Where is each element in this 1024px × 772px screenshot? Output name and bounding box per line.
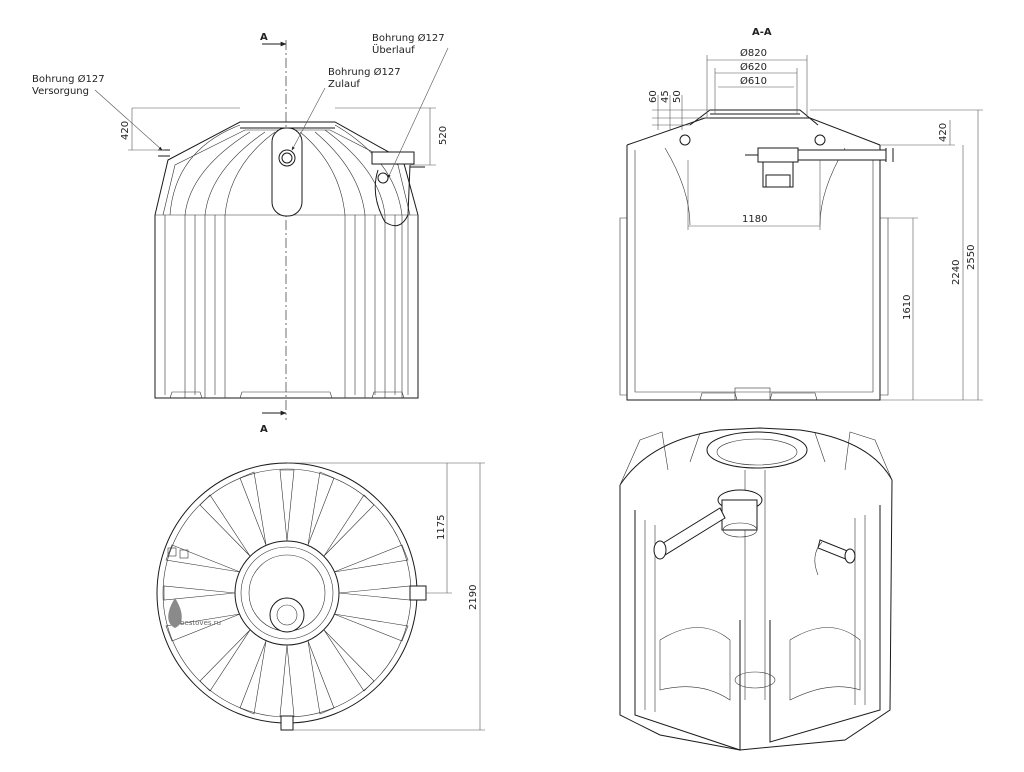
isometric-view bbox=[619, 427, 893, 751]
dim-1610: 1610 bbox=[902, 295, 913, 320]
section-view: A-A Ø820 Ø620 Ø610 bbox=[619, 27, 983, 401]
callout-inlet-line2: Zulauf bbox=[328, 79, 360, 90]
dim-d620: Ø620 bbox=[740, 61, 767, 73]
plan-dim-1175: 1175 bbox=[436, 515, 447, 540]
front-view: A A bbox=[32, 32, 449, 435]
front-dim-420: 420 bbox=[120, 121, 131, 140]
callout-inlet-line1: Bohrung Ø127 bbox=[328, 66, 401, 78]
front-dim-520: 520 bbox=[438, 126, 449, 145]
callout-overflow-line2: Überlauf bbox=[372, 43, 415, 56]
dim-d610: Ø610 bbox=[740, 75, 767, 87]
callout-supply-line1: Bohrung Ø127 bbox=[32, 73, 105, 85]
callout-overflow-line1: Bohrung Ø127 bbox=[372, 32, 445, 44]
plan-view: bestoves.ru 1175 2190 bbox=[156, 462, 485, 731]
dim-60: 60 bbox=[648, 90, 659, 103]
dim-2550: 2550 bbox=[966, 245, 977, 270]
dim-1180: 1180 bbox=[742, 214, 767, 225]
plan-dim-2190: 2190 bbox=[468, 585, 479, 610]
dim-420-section: 420 bbox=[938, 123, 949, 142]
dim-d820: Ø820 bbox=[740, 47, 767, 59]
dim-50: 50 bbox=[672, 90, 683, 103]
dim-2240: 2240 bbox=[951, 260, 962, 285]
section-mark-bottom: A bbox=[260, 424, 268, 435]
section-mark-top: A bbox=[260, 32, 268, 43]
watermark: bestoves.ru bbox=[180, 619, 221, 627]
section-title: A-A bbox=[752, 27, 772, 38]
callout-supply-line2: Versorgung bbox=[32, 86, 89, 97]
dim-45: 45 bbox=[660, 90, 671, 103]
